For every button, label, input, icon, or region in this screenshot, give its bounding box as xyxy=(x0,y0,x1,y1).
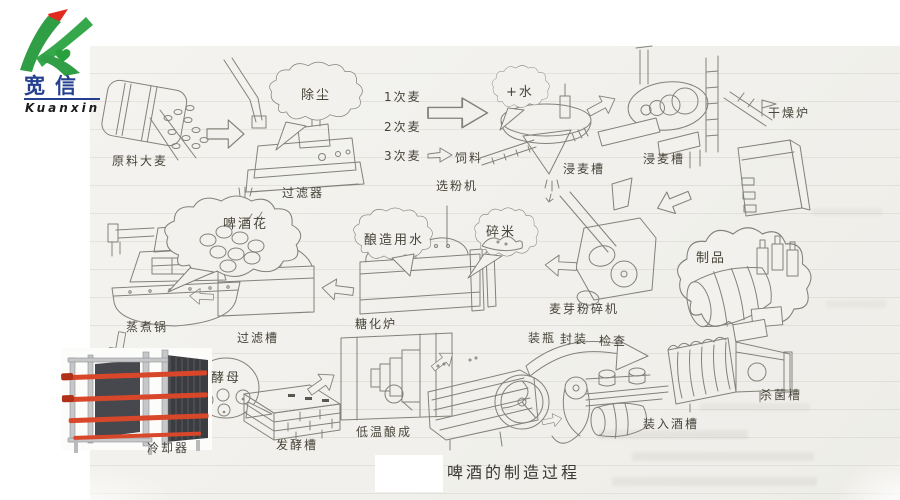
arrow-crusher-to-mash xyxy=(544,254,578,278)
logo-k-upper xyxy=(36,17,93,67)
arrow-lauter-to-kettle xyxy=(188,287,215,306)
germination-drum-drawing xyxy=(597,45,719,169)
drying-kiln-drawing xyxy=(723,91,811,217)
label-wheat-2: 2次麦 xyxy=(384,120,422,134)
label-saccharification: 糖化炉 xyxy=(355,317,398,331)
label-products: 制品 xyxy=(696,251,727,266)
arrow-ferment-to-lowtemp xyxy=(303,366,341,401)
label-filter-tank: 过滤槽 xyxy=(237,331,280,345)
cooler-photo xyxy=(61,348,212,455)
label-low-temp: 低温酿成 xyxy=(356,425,413,439)
label-drying-furnace: 干燥炉 xyxy=(768,106,811,120)
dust-cloud xyxy=(269,61,363,151)
fill-barrel xyxy=(590,402,647,439)
bottle-washer-drawing xyxy=(427,356,550,451)
products-bottles xyxy=(756,235,799,277)
arrow-to-germination xyxy=(583,89,620,122)
label-broken-rice: 碎米 xyxy=(486,225,517,240)
rice-cloud xyxy=(467,207,539,279)
label-fill-into-tank: 装入酒槽 xyxy=(643,417,700,431)
label-wheat-1: 1次麦 xyxy=(384,90,422,104)
label-cooler: 冷却器 xyxy=(147,441,190,455)
arrow-barley-to-filter xyxy=(206,119,245,149)
arrow-feed xyxy=(427,147,453,163)
arrow-lowtemp-to-bottling xyxy=(427,346,459,376)
label-wheat-3: 3次麦 xyxy=(384,149,422,163)
bleed-row xyxy=(632,452,814,461)
logo-k-left xyxy=(20,16,61,72)
label-yeast: 酵母 xyxy=(211,371,242,386)
diagram-title: 啤酒的制造过程 xyxy=(447,463,581,482)
bottling-conveyor-drawing xyxy=(525,339,669,444)
label-hops: 啤酒花 xyxy=(223,217,269,232)
products-cloud xyxy=(676,227,812,330)
bleed-row xyxy=(598,430,748,439)
label-steeping-tank-2: 浸麦槽 xyxy=(643,152,686,166)
label-steeping-tank-1: 浸麦槽 xyxy=(563,162,606,176)
logo-chinese-text: 宽信 xyxy=(24,74,86,98)
pasteurizer-drawing xyxy=(667,318,793,413)
filter-machine-drawing xyxy=(223,57,365,193)
malt-crusher-drawing xyxy=(559,177,657,306)
label-bottling: 装瓶 xyxy=(528,331,557,345)
steeping-vessel-drawing xyxy=(479,83,592,203)
bleed-row xyxy=(826,300,886,308)
label-sealing: 封装 xyxy=(560,332,589,346)
bleed-row xyxy=(812,208,882,216)
hops-cloud xyxy=(164,195,302,293)
fermentation-tank-drawing xyxy=(243,384,341,441)
plus-water-cloud xyxy=(491,65,550,131)
logo-heart xyxy=(55,49,71,62)
logo-underline xyxy=(24,98,100,100)
arrow-to-selector xyxy=(427,97,489,129)
brewing-water-cloud xyxy=(353,207,433,277)
label-raw-barley: 原料大麦 xyxy=(112,154,169,168)
crate xyxy=(732,318,768,343)
logo-k-lower xyxy=(40,54,80,76)
products-barrel xyxy=(686,265,772,328)
label-boiling-pot: 蒸煮锅 xyxy=(126,320,169,334)
label-dust-removal: 除尘 xyxy=(301,88,332,103)
label-powder-selector: 选粉机 xyxy=(436,179,479,193)
bleed-row xyxy=(612,477,817,486)
logo-english-text: Kuanxin xyxy=(25,101,101,115)
label-sterilization-tank: 杀菌槽 xyxy=(760,388,803,402)
label-malt-crusher: 麦芽粉碎机 xyxy=(549,302,620,316)
blank-patch xyxy=(375,455,443,492)
low-temp-cellar-drawing xyxy=(340,332,453,421)
barley-drum-drawing xyxy=(101,79,209,161)
kuanxin-logo: 宽信 Kuanxin xyxy=(8,6,118,116)
label-fermentation-tank: 发酵槽 xyxy=(276,438,319,452)
arrow-kiln-to-crusher xyxy=(652,184,695,220)
arrow-mash-to-lauter xyxy=(320,276,356,303)
kuanxin-logo-mark xyxy=(20,9,93,76)
label-filter: 过滤器 xyxy=(282,186,325,200)
label-inspection: 检查 xyxy=(599,334,628,348)
label-plus-water: +水 xyxy=(506,85,534,100)
label-feed: 饲料 xyxy=(455,151,484,165)
bleed-row xyxy=(700,403,810,411)
label-brewing-water: 酿造用水 xyxy=(364,233,425,248)
